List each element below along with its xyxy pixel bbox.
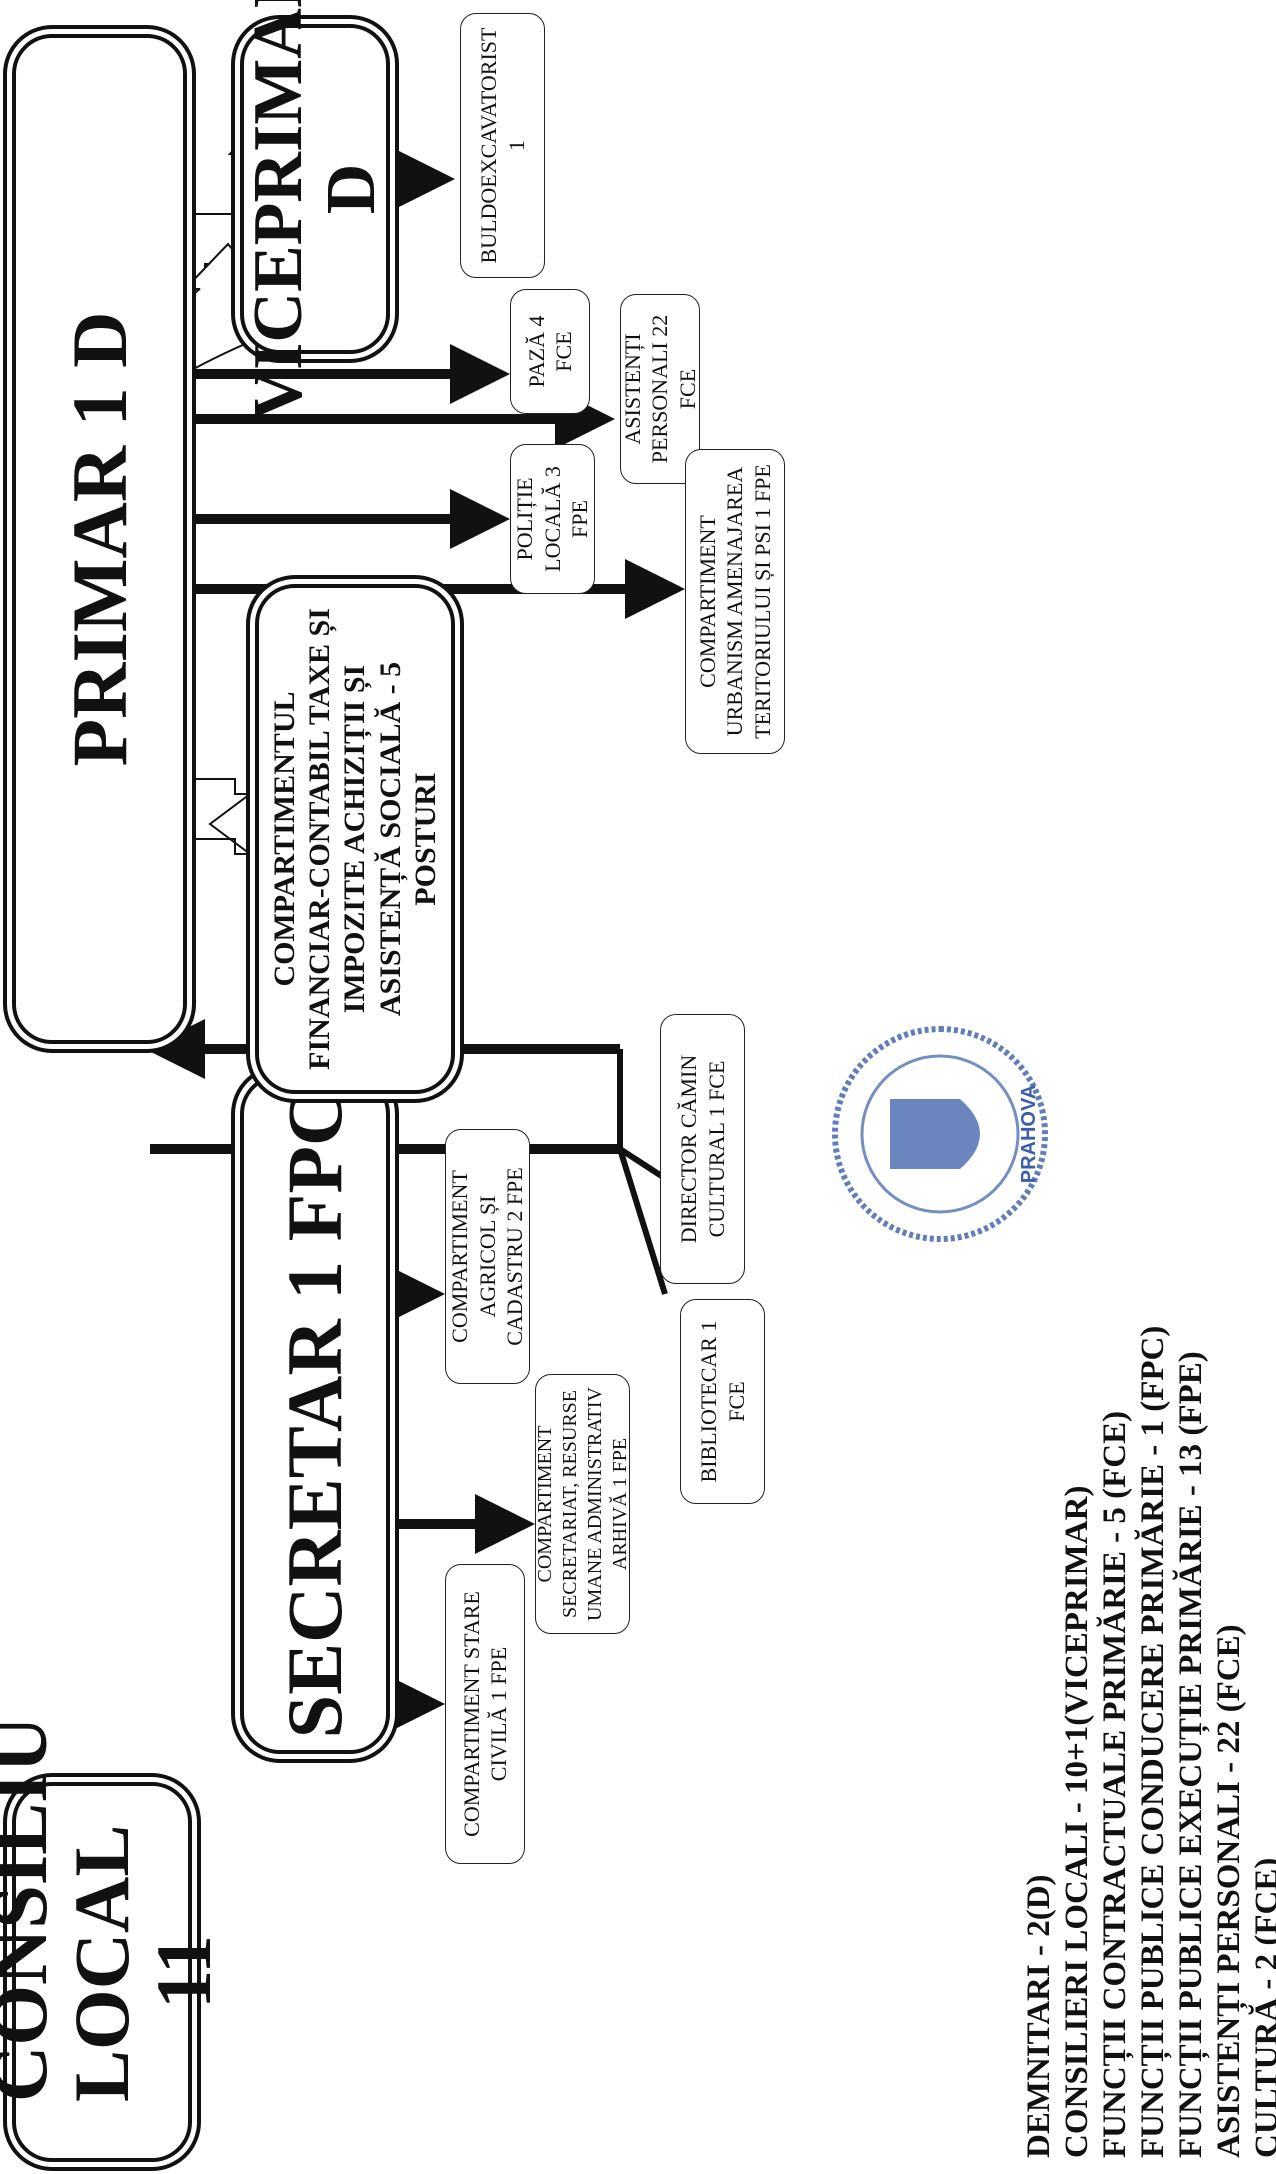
secretariat-box: COMPARTIMENT SECRETARIAT, RESURSE UMANE …	[533, 1374, 631, 1634]
consiliu-local-label: CONSILIU LOCAL 11	[0, 1716, 227, 2102]
secretar-box: SECRETAR 1 FPC	[240, 1074, 390, 1754]
director-camin-box: DIRECTOR CĂMIN CULTURAL 1 FCE	[660, 1014, 745, 1284]
paza-box: PAZĂ 4 FCE	[510, 289, 590, 414]
bibliotecar-box: BIBLIOTECAR 1 FCE	[680, 1299, 765, 1504]
official-stamp: PRAHOVA	[832, 1026, 1048, 1242]
agricol-box: COMPARTIMENT AGRICOL ȘI CADASTRU 2 FPE	[445, 1129, 530, 1384]
legend-line: ASISTENȚI PERSONALI - 22 (FCE)	[1211, 1624, 1247, 2158]
legend-line: CULTURĂ - 2 (FCE)	[1249, 1857, 1276, 2158]
financiar-label: COMPARTIMENTUL FINANCIAR-CONTABIL TAXE Ș…	[267, 608, 443, 1070]
buldoexcavatorist-box: BULDOEXCAVATORIST 1	[460, 13, 545, 278]
stare-civila-box: COMPARTIMENT STARE CIVILĂ 1 FPE	[445, 1564, 525, 1864]
legend-line: CONSILIERI LOCALI - 10+1(VICEPRIMAR)	[1059, 1485, 1095, 2158]
viceprimar-label: VICEPRIMAR D	[239, 0, 391, 421]
legend-line: FUNCȚII CONTRACTUALE PRIMĂRIE - 5 (FCE)	[1097, 1410, 1133, 2158]
legend: DEMNITARI - 2(D)CONSILIERI LOCALI - 10+1…	[1020, 1078, 1276, 2158]
bibliotecar-label: BIBLIOTECAR 1 FCE	[696, 1320, 749, 1483]
buldoexcavatorist-label: BULDOEXCAVATORIST 1	[476, 27, 529, 264]
legend-line: FUNCȚII PUBLICE CONDUCERE PRIMĂRIE - 1 (…	[1135, 1325, 1171, 2158]
primar-financiar-arrow	[189, 778, 253, 855]
agricol-label: COMPARTIMENT AGRICOL ȘI CADASTRU 2 FPE	[447, 1167, 528, 1346]
director-camin-label: DIRECTOR CĂMIN CULTURAL 1 FCE	[676, 1054, 729, 1244]
asistenti-label: ASISTENȚI PERSONALI 22 FCE	[619, 314, 700, 464]
legend-line: FUNCȚII PUBLICE EXECUȚIE PRIMĂRIE - 13 (…	[1173, 1351, 1209, 2158]
urbanism-box: COMPARTIMENT URBANISM AMENAJAREA TERITOR…	[685, 449, 785, 754]
stamp-text: PRAHOVA	[1018, 1085, 1040, 1184]
secretar-label: SECRETAR 1 FPC	[271, 1089, 359, 1739]
legend-line: DEMNITARI - 2(D)	[1021, 1874, 1057, 2158]
politie-label: POLIȚIE LOCALĂ 3 FPE	[512, 466, 593, 572]
stare-civila-label: COMPARTIMENT STARE CIVILĂ 1 FPE	[458, 1591, 512, 1837]
paza-label: PAZĂ 4 FCE	[523, 315, 577, 388]
consiliu-local-box: CONSILIU LOCAL 11	[0, 1716, 227, 2162]
urbanism-label: COMPARTIMENT URBANISM AMENAJAREA TERITOR…	[694, 464, 775, 739]
politie-box: POLIȚIE LOCALĂ 3 FPE	[510, 444, 595, 594]
secretariat-label: COMPARTIMENT SECRETARIAT, RESURSE UMANE …	[533, 1387, 631, 1621]
primar-label: PRIMAR 1 D	[55, 311, 143, 767]
primar-box: PRIMAR 1 D	[12, 34, 187, 1044]
financiar-box: COMPARTIMENTUL FINANCIAR-CONTABIL TAXE Ș…	[255, 584, 455, 1094]
viceprimar-box: VICEPRIMAR D	[240, 0, 390, 420]
